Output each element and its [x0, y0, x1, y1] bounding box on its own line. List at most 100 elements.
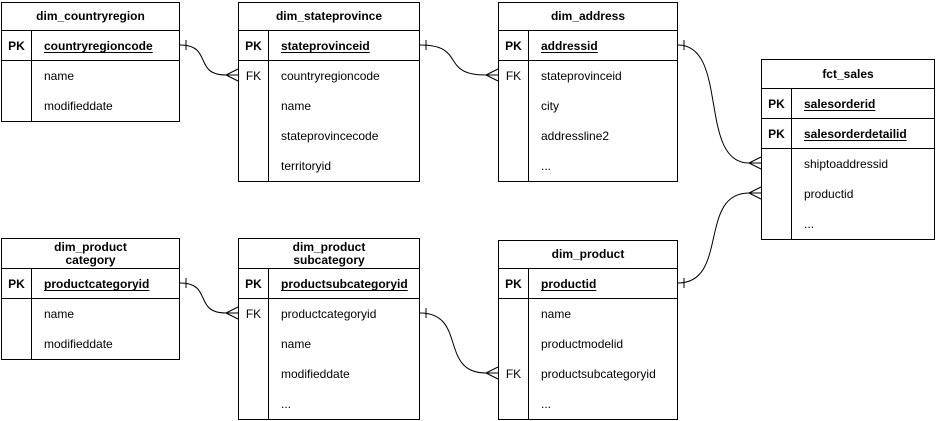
- pk-badge: PK: [2, 31, 32, 60]
- key-cell: [239, 389, 269, 419]
- relationship-countryregion-stateprovince[interactable]: [179, 40, 239, 82]
- field-name: productsubcategoryid: [281, 276, 408, 291]
- key-cell: [2, 299, 32, 329]
- crow-foot-icon: [485, 68, 499, 82]
- row-shiptoaddressid: shiptoaddressid: [762, 149, 934, 179]
- relationship-category-subcategory[interactable]: [179, 278, 239, 320]
- key-cell: [499, 299, 529, 329]
- field-name: stateprovincecode: [281, 129, 379, 143]
- field-name: shiptoaddressid: [804, 157, 889, 171]
- key-cell: [239, 329, 269, 359]
- field-name: name: [281, 99, 312, 113]
- field-name: ...: [804, 217, 815, 231]
- key-cell: [239, 359, 269, 389]
- row-productid: PK productid: [499, 269, 677, 299]
- field-name: addressline2: [541, 129, 610, 143]
- entity-title-text: dim_product: [551, 247, 625, 261]
- field-name: countryregioncode: [44, 38, 153, 53]
- entity-title: dim_address: [499, 3, 677, 31]
- field-name: productcategoryid: [281, 307, 377, 321]
- field-name: name: [44, 69, 75, 83]
- row-stateprovincecode: stateprovincecode: [239, 121, 419, 151]
- row-city: city: [499, 91, 677, 121]
- entity-dim-product[interactable]: dim_product PK productid name productmod…: [498, 240, 678, 420]
- entity-title: dim_product category: [2, 239, 179, 269]
- key-cell: [762, 149, 792, 179]
- field-name: countryregioncode: [281, 69, 380, 83]
- row-territoryid: territoryid: [239, 151, 419, 181]
- entity-title-line2: category: [65, 252, 116, 267]
- field-name: productsubcategoryid: [541, 367, 656, 381]
- crow-foot-icon: [225, 306, 239, 320]
- entity-dim-productsubcategory[interactable]: dim_product subcategory PK productsubcat…: [238, 238, 420, 420]
- key-cell: [239, 91, 269, 121]
- entity-title-line1: dim_product: [54, 239, 127, 254]
- entity-title: dim_countryregion: [2, 3, 179, 31]
- crow-foot-icon: [225, 68, 239, 82]
- fk-badge: FK: [499, 61, 529, 91]
- pk-badge: PK: [762, 119, 792, 148]
- entity-title-text: dim_countryregion: [36, 9, 145, 23]
- row-productsubcategoryid: PK productsubcategoryid: [239, 269, 419, 299]
- field-name: productid: [541, 276, 597, 291]
- key-cell: [2, 91, 32, 121]
- entity-title: dim_product subcategory: [239, 239, 419, 269]
- key-cell: [762, 209, 792, 239]
- entity-title: fct_sales: [762, 60, 934, 89]
- key-cell: [499, 121, 529, 151]
- field-name: city: [541, 99, 559, 113]
- field-name: productcategoryid: [44, 276, 150, 291]
- pk-badge: PK: [2, 269, 32, 298]
- key-cell: [2, 61, 32, 91]
- row-salesorderdetailid: PK salesorderdetailid: [762, 119, 934, 149]
- row-productid: productid: [762, 179, 934, 209]
- crow-foot-icon: [485, 366, 499, 380]
- crow-foot-icon: [748, 156, 762, 170]
- row-productcategoryid: FK productcategoryid: [239, 299, 419, 329]
- row-stateprovinceid: FK stateprovinceid: [499, 61, 677, 91]
- field-name: name: [541, 307, 572, 321]
- field-name: ...: [541, 159, 552, 173]
- entity-title-text: dim_stateprovince: [275, 9, 383, 23]
- crow-foot-icon: [748, 186, 762, 200]
- row-ellipsis: ...: [762, 209, 934, 239]
- row-name: name: [2, 299, 179, 329]
- field-name: name: [281, 337, 312, 351]
- pk-badge: PK: [239, 269, 269, 298]
- row-productsubcategoryid: FK productsubcategoryid: [499, 359, 677, 389]
- entity-title: dim_product: [499, 241, 677, 269]
- row-name: name: [239, 329, 419, 359]
- relationship-product-sales[interactable]: [677, 186, 762, 288]
- row-modifieddate: modifieddate: [239, 359, 419, 389]
- key-cell: [499, 329, 529, 359]
- key-cell: [499, 91, 529, 121]
- row-addressid: PK addressid: [499, 31, 677, 61]
- row-name: name: [499, 299, 677, 329]
- fk-badge: FK: [499, 359, 529, 389]
- entity-dim-address[interactable]: dim_address PK addressid FK stateprovinc…: [498, 2, 678, 182]
- field-name: modifieddate: [44, 337, 113, 351]
- key-cell: [239, 121, 269, 151]
- row-productmodelid: productmodelid: [499, 329, 677, 359]
- row-stateprovinceid: PK stateprovinceid: [239, 31, 419, 61]
- entity-fct-sales[interactable]: fct_sales PK salesorderid PK salesorderd…: [761, 59, 935, 240]
- row-countryregioncode: FK countryregioncode: [239, 61, 419, 91]
- row-ellipsis: ...: [499, 389, 677, 419]
- pk-badge: PK: [239, 31, 269, 60]
- entity-dim-productcategory[interactable]: dim_product category PK productcategoryi…: [1, 238, 180, 360]
- relationship-subcategory-product[interactable]: [419, 308, 499, 380]
- field-name: salesorderdetailid: [804, 126, 907, 141]
- relationship-address-sales[interactable]: [677, 40, 762, 170]
- pk-badge: PK: [499, 31, 529, 60]
- field-name: addressid: [541, 38, 598, 53]
- relationship-stateprovince-address[interactable]: [419, 40, 499, 82]
- pk-badge: PK: [762, 89, 792, 118]
- entity-title-text: fct_sales: [822, 66, 874, 81]
- entity-dim-stateprovince[interactable]: dim_stateprovince PK stateprovinceid FK …: [238, 2, 420, 182]
- entity-title-line2: subcategory: [293, 252, 365, 267]
- fk-badge: FK: [239, 61, 269, 91]
- field-name: productmodelid: [541, 337, 624, 351]
- row-modifieddate: modifieddate: [2, 91, 179, 121]
- entity-dim-countryregion[interactable]: dim_countryregion PK countryregioncode n…: [1, 2, 180, 122]
